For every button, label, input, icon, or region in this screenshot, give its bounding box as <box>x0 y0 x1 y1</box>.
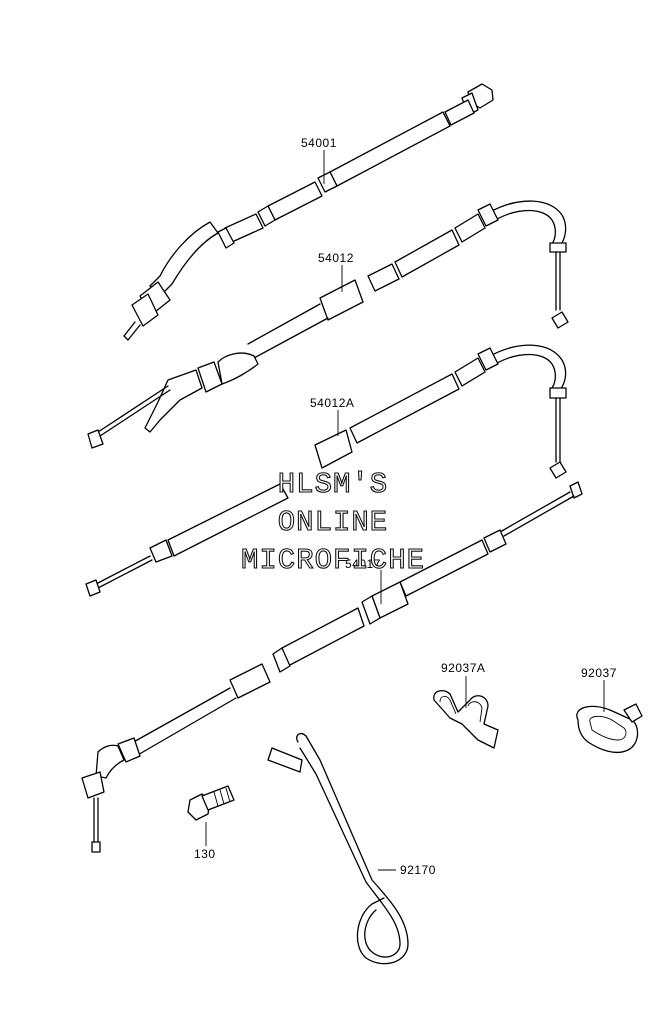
label-92037: 92037 <box>581 666 617 680</box>
grommet-92037 <box>576 703 643 754</box>
cable-54001 <box>123 83 494 341</box>
label-54001: 54001 <box>301 136 337 150</box>
label-54017: 54017 <box>345 557 381 571</box>
watermark-line-3: MICROFICHE <box>241 544 425 577</box>
label-54012: 54012 <box>318 251 354 265</box>
cable-54012 <box>87 200 569 449</box>
bracket-92170 <box>267 732 409 965</box>
clamp-92037A <box>433 689 499 749</box>
watermark-line-1: HLSM'S <box>278 468 388 501</box>
bolt-130 <box>187 785 235 821</box>
leader-lines <box>205 150 605 871</box>
label-92037A: 92037A <box>441 661 485 675</box>
cable-54017 <box>81 481 583 853</box>
watermark: HLSM'S ONLINE MICROFICHE <box>240 467 425 577</box>
label-130: 130 <box>194 847 216 861</box>
label-54012A: 54012A <box>310 396 354 410</box>
label-92170: 92170 <box>400 863 436 877</box>
cable-54012A <box>85 344 567 597</box>
watermark-line-2: ONLINE <box>278 506 388 539</box>
